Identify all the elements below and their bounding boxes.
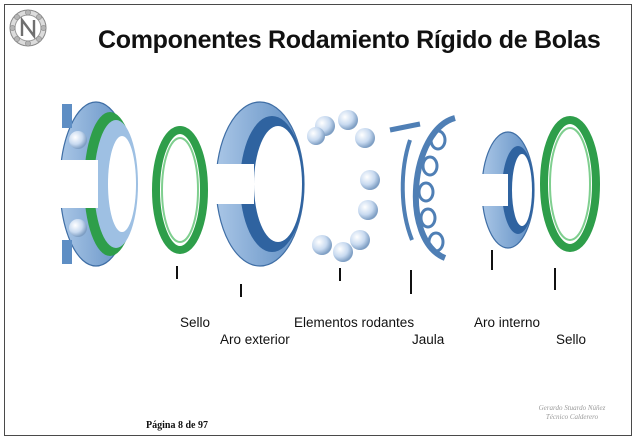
seal-right	[540, 116, 600, 252]
label-sello-right: Sello	[556, 332, 587, 347]
assembled-bearing	[60, 101, 138, 267]
tick-jaula	[410, 270, 412, 294]
bearing-logo-icon	[9, 9, 47, 47]
label-sello-left: Sello	[180, 315, 211, 330]
rolling-elements	[307, 110, 380, 262]
author-name: Gerardo Stuardo Núñez	[538, 404, 606, 412]
label-aro-exterior: Aro exterior	[220, 332, 290, 347]
label-elementos-rodantes: Elementos rodantes	[294, 315, 415, 330]
inner-ring	[480, 131, 535, 249]
tick-elementos-rodantes	[339, 268, 341, 281]
outer-ring	[210, 101, 305, 267]
tick-sello-left	[176, 266, 178, 279]
cage	[389, 115, 457, 261]
author-signature: Gerardo Stuardo Núñez Técnico Calderero	[524, 404, 620, 422]
seal-left	[152, 126, 208, 254]
label-aro-interno: Aro interno	[474, 315, 541, 330]
tick-aro-interno	[491, 250, 493, 270]
page-number: Página 8 de 97	[146, 420, 208, 431]
tick-aro-exterior	[240, 284, 242, 297]
page-frame	[4, 4, 632, 436]
author-role: Técnico Calderero	[545, 413, 599, 421]
label-jaula: Jaula	[412, 332, 445, 347]
bearing-exploded-illustration	[60, 101, 600, 267]
page-title: Componentes Rodamiento Rígido de Bolas	[98, 26, 601, 54]
tick-sello-right	[554, 268, 556, 290]
